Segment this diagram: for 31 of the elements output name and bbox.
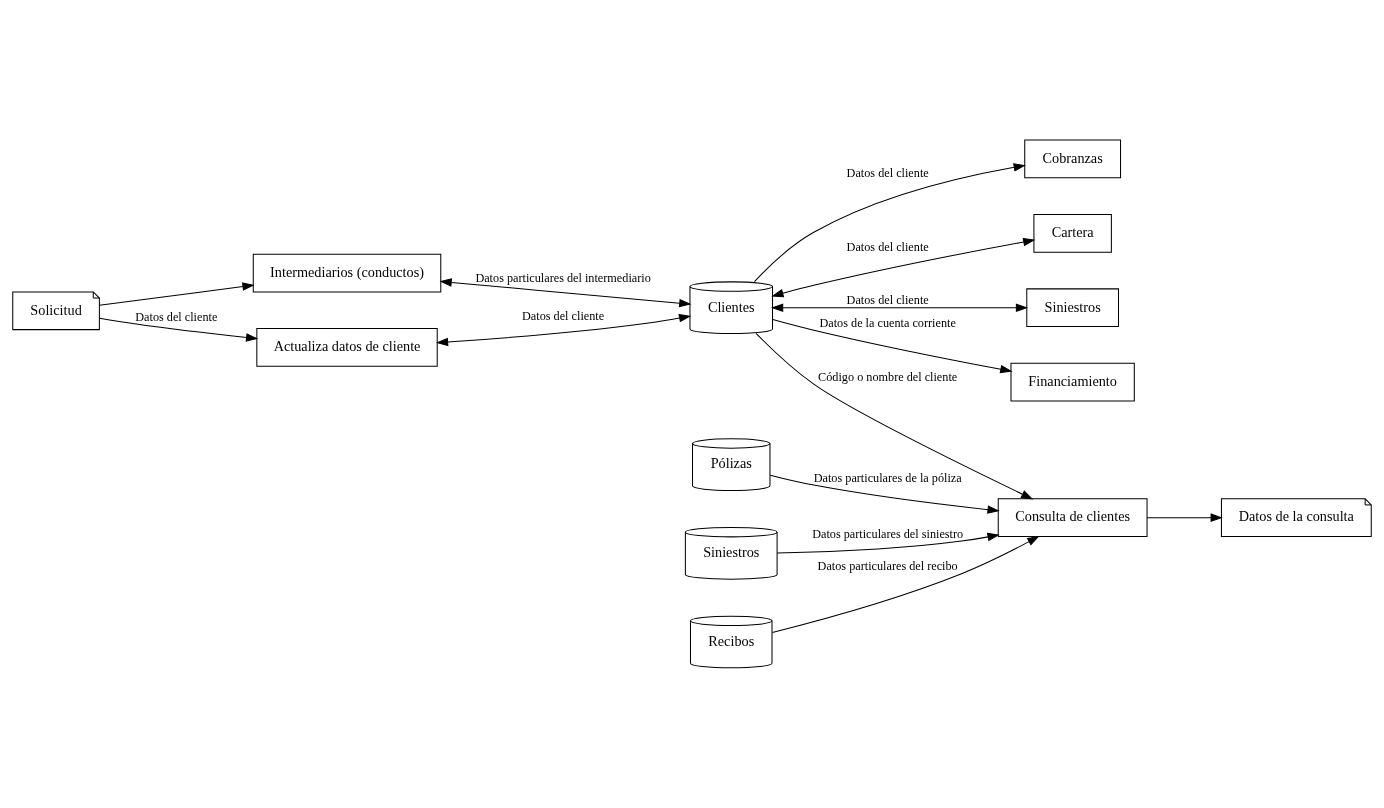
arrow — [753, 163, 1026, 283]
arrow — [98, 282, 255, 306]
node-box: Consulta de clientes — [997, 498, 1148, 538]
edge-label: Datos del cliente — [135, 309, 218, 324]
node-box: Intermediarios (conductos) — [252, 253, 442, 293]
edge-label: Datos del cliente — [846, 293, 929, 308]
edge-label: Datos particulares del recibo — [817, 559, 958, 574]
node-box: Cobranzas — [1024, 139, 1122, 179]
node-box: Actualiza datos de cliente — [256, 328, 438, 367]
arrow — [439, 278, 692, 308]
edge-label: Datos del cliente — [846, 240, 929, 255]
edge-label: Código o nombre del cliente — [818, 369, 958, 384]
arrow — [770, 303, 1029, 312]
arrow — [755, 332, 1034, 500]
node-box: Financiamiento — [1010, 362, 1135, 402]
edge-label: Datos del cliente — [846, 165, 929, 180]
edge-label: Datos de la cuenta corriente — [819, 315, 956, 330]
edge-label: Datos particulares del intermediario — [475, 270, 651, 285]
arrow — [769, 474, 1000, 514]
arrow — [435, 313, 692, 347]
node-box: Cartera — [1033, 213, 1112, 253]
arrow — [776, 532, 1000, 554]
edge-label: Datos particulares del siniestro — [812, 526, 964, 541]
arrow — [771, 536, 1040, 633]
arrow — [1146, 513, 1223, 522]
edge-label: Datos particulares de la póliza — [813, 470, 962, 485]
arrow — [771, 237, 1036, 298]
node-box: Siniestros — [1026, 288, 1119, 328]
arrow — [99, 317, 259, 342]
edge-label: Datos del cliente — [522, 308, 605, 323]
arrow — [772, 318, 1013, 374]
